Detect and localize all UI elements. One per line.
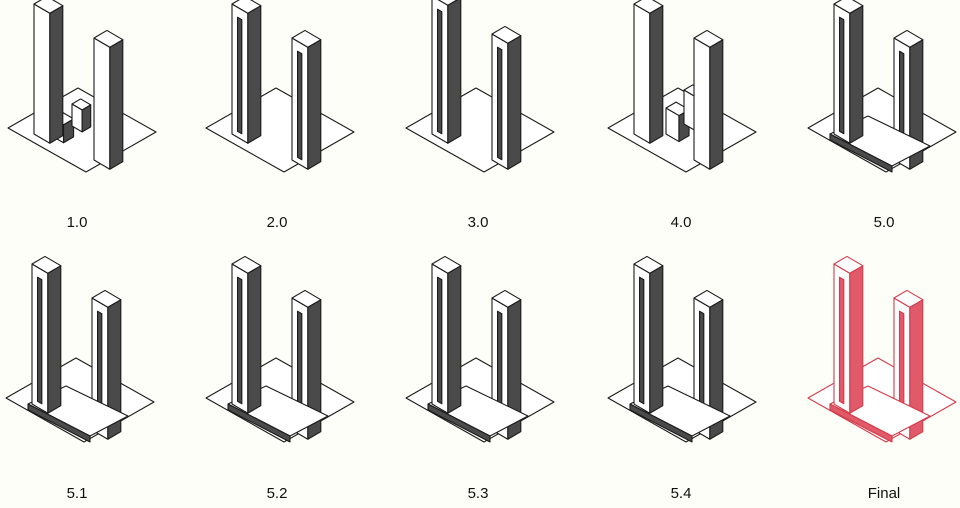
massing-diagram-3.0 bbox=[405, 0, 555, 173]
massing-diagram-2.0 bbox=[205, 0, 355, 173]
massing-diagram-5.3 bbox=[405, 255, 555, 443]
massing-diagram-1.0 bbox=[7, 0, 157, 173]
caption-5-2: 5.2 bbox=[266, 485, 288, 502]
massing-diagram-Final bbox=[807, 255, 957, 443]
caption-5-3: 5.3 bbox=[467, 485, 489, 502]
caption-5-4: 5.4 bbox=[670, 485, 692, 502]
caption-2-0: 2.0 bbox=[266, 214, 288, 231]
tower-top-face bbox=[71, 98, 92, 111]
tower-top-face bbox=[91, 289, 122, 308]
tower-side-face bbox=[447, 0, 462, 144]
tower-top-face bbox=[893, 29, 924, 48]
podium-edge bbox=[27, 403, 91, 443]
tower-slot bbox=[236, 16, 243, 135]
tower-side-face bbox=[709, 39, 724, 170]
tower-side-face bbox=[849, 265, 864, 414]
site-plate bbox=[405, 87, 555, 173]
tower-side-face bbox=[109, 39, 124, 170]
tower-slot bbox=[638, 276, 645, 405]
massing-diagram-5.4 bbox=[607, 255, 757, 443]
tower-slot bbox=[838, 16, 845, 135]
tower-side-face bbox=[49, 5, 64, 144]
tower-top-face bbox=[893, 289, 924, 308]
tower-top-face bbox=[93, 29, 124, 48]
tower-side-face bbox=[47, 265, 62, 414]
tower-top-face bbox=[231, 0, 262, 14]
tower-slot bbox=[436, 276, 443, 405]
tower-top-face bbox=[833, 0, 864, 14]
tower-slot bbox=[496, 46, 503, 161]
tower-top-face bbox=[833, 255, 864, 274]
tower-top-face bbox=[693, 29, 724, 48]
podium-edge bbox=[629, 403, 693, 443]
tower-front-face bbox=[633, 3, 651, 144]
tower-slot bbox=[296, 50, 303, 161]
tower-side-face bbox=[507, 35, 522, 170]
tower-front-face bbox=[683, 89, 695, 131]
tower-front-face bbox=[693, 37, 711, 170]
tower-top-face bbox=[291, 289, 322, 308]
caption-5-0: 5.0 bbox=[873, 214, 895, 231]
caption-final: Final bbox=[867, 485, 901, 502]
tower-side-face bbox=[649, 265, 664, 414]
caption-3-0: 3.0 bbox=[467, 214, 489, 231]
tower-side-face bbox=[247, 5, 262, 144]
caption-5-1: 5.1 bbox=[66, 485, 88, 502]
massing-diagram-4.0 bbox=[607, 0, 757, 173]
podium-edge bbox=[427, 403, 491, 443]
tower-top-face bbox=[431, 255, 462, 274]
site-plate bbox=[205, 87, 355, 173]
podium-edge bbox=[829, 133, 893, 173]
tower-top-face bbox=[491, 289, 522, 308]
tower-top-face bbox=[231, 255, 262, 274]
caption-4-0: 4.0 bbox=[670, 214, 692, 231]
tower-front-face bbox=[93, 37, 111, 170]
podium-edge bbox=[227, 403, 291, 443]
tower-top-face bbox=[693, 289, 724, 308]
caption-1-0: 1.0 bbox=[66, 214, 88, 231]
tower-side-face bbox=[307, 39, 322, 170]
tower-side-face bbox=[649, 5, 664, 144]
tower-slot bbox=[436, 8, 443, 135]
massing-diagram-5.2 bbox=[205, 255, 355, 443]
tower-front-face bbox=[33, 3, 51, 144]
tower-top-face bbox=[437, 0, 458, 6]
tower-side-face bbox=[447, 265, 462, 414]
tower-slot bbox=[36, 276, 43, 405]
tower-top-face bbox=[31, 255, 62, 274]
tower-side-face bbox=[849, 5, 864, 144]
tower-slot bbox=[236, 276, 243, 405]
tower-side-face bbox=[247, 265, 262, 414]
massing-diagram-5.0 bbox=[807, 0, 957, 173]
tower-top-face bbox=[633, 255, 664, 274]
podium-edge bbox=[829, 403, 893, 443]
massing-diagram-5.1 bbox=[5, 255, 155, 443]
tower-top-face bbox=[291, 29, 322, 48]
tower-slot bbox=[838, 276, 845, 405]
tower-top-face bbox=[33, 0, 64, 14]
tower-top-face bbox=[491, 25, 522, 44]
tower-top-face bbox=[633, 0, 664, 14]
